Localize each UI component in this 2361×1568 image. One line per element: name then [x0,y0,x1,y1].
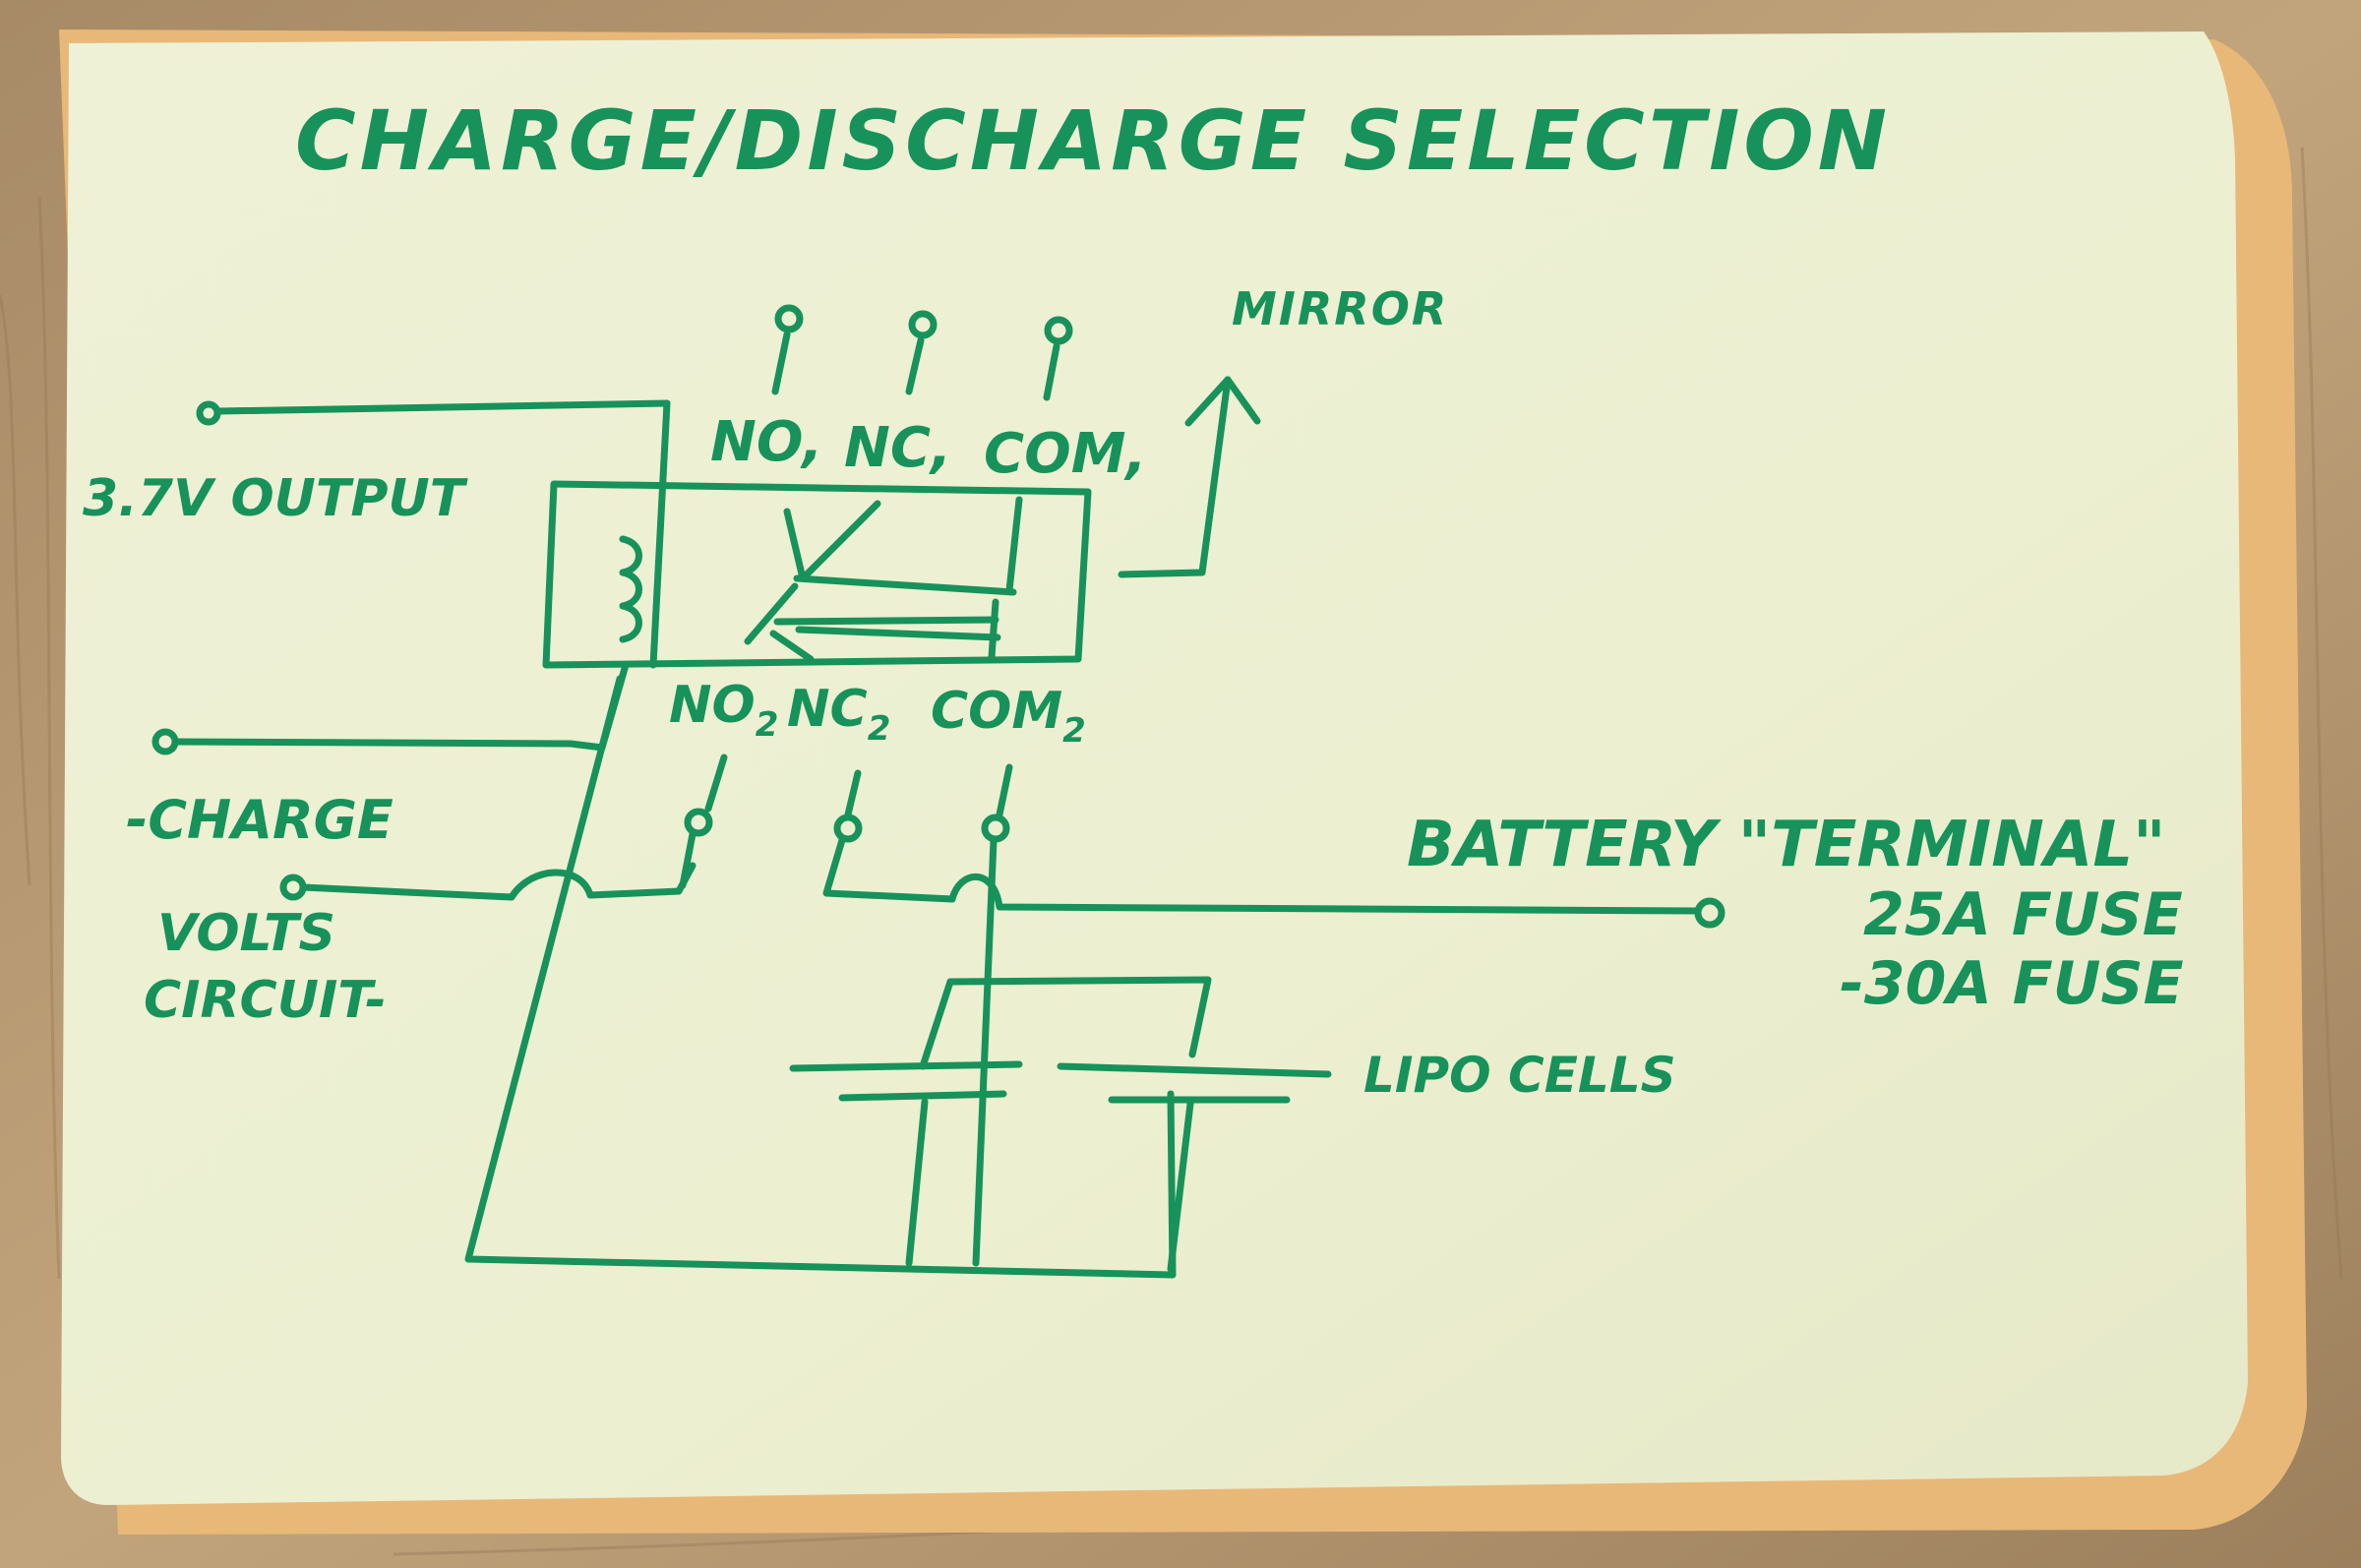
switch-linkage [773,616,999,626]
terminal-no1 [774,304,804,333]
left-bus [464,675,1177,1279]
terminal-no2 [684,808,713,837]
relay-top-com1-label: COM, [984,422,1147,486]
cell-1-long-plate [789,1060,1023,1072]
relay-body [542,480,1092,669]
charge-label: -CHARGE [126,789,394,851]
relay-coil [619,535,642,643]
fuse-25a-label: 25A FUSE [1863,880,2183,949]
mirror-arrow-shaft [1198,376,1232,576]
mirror-label: MIRROR [1232,282,1448,335]
battery-terminal-label: BATTERY "TERMINAL" [1407,809,2165,881]
terminal-com1 [1044,316,1073,345]
output-label: 3.7V OUTPUT [83,469,468,528]
notebook-page [61,31,2248,1505]
relay-top-no1-label: NO, [710,410,823,474]
mirror-arrow-base [1118,569,1206,578]
relay-bottom-no2-label: NO2 [669,676,778,745]
fuse-30a-label: -30A FUSE [1840,949,2184,1018]
circuit-wiring [151,304,1725,1279]
lipo-cells-label: LIPO CELLS [1363,1047,1676,1104]
terminal-nc1 [908,310,938,339]
relay-top-nc1-label: NC, [844,416,951,480]
volts-label: VOLTS [157,904,335,963]
circuit-label: CIRCUIT- [144,971,387,1030]
cells-connection [946,976,1212,1058]
diagram-title: CHARGE/DISCHARGE SELECTION [295,92,1891,189]
terminal-nc2 [833,814,863,843]
relay-bottom-com2-label: COM2 [931,682,1086,751]
relay-bottom-nc2-label: NC2 [787,680,890,749]
switch-nc-arm [783,508,807,582]
volts-crossover [299,862,696,901]
switch-com-bar [1005,496,1023,594]
terminal-battery [1694,897,1725,929]
cell-2-long-plate [1057,1062,1332,1078]
battery-crossover [948,873,1702,915]
cell-1-short-plate [838,1090,1007,1102]
